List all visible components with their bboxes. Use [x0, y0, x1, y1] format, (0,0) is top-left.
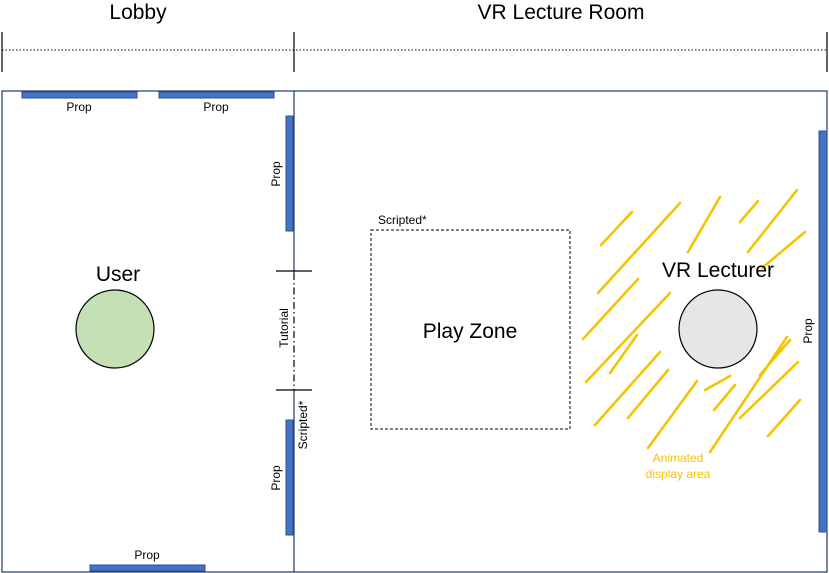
play-zone-scripted-label: Scripted*: [378, 213, 427, 227]
user-avatar-circle: [75, 289, 155, 369]
prop-lobby-right-upper: [285, 115, 294, 232]
animated-area-label-line2: display area: [646, 467, 711, 481]
lobby-title: Lobby: [109, 1, 167, 24]
user-label: User: [96, 263, 140, 286]
animated-area-label-line1: Animated: [653, 451, 704, 465]
prop-lecture-room-wall: [818, 130, 828, 533]
prop-bottom: [89, 564, 206, 572]
zone-header-bar: [1, 32, 828, 72]
prop-top-left: [21, 91, 138, 99]
play-zone: [370, 229, 571, 430]
prop-top-left-label: Prop: [66, 100, 92, 114]
prop-lobby-right-upper-label: Prop: [269, 161, 283, 187]
prop-bottom-label: Prop: [134, 548, 160, 562]
prop-lobby-right-lower: [285, 419, 294, 536]
prop-top-right: [158, 91, 275, 99]
vr-lecturer-label: VR Lecturer: [662, 259, 774, 282]
prop-top-right-label: Prop: [203, 100, 229, 114]
animated-display-area: [581, 188, 807, 454]
prop-lobby-right-lower-label: Prop: [269, 465, 283, 491]
lecture-room-title: VR Lecture Room: [478, 1, 645, 24]
prop-lecture-room-label: Prop: [801, 318, 815, 344]
play-zone-label: Play Zone: [423, 320, 518, 343]
scripted-door-label: Scripted*: [296, 400, 310, 449]
vr-lecturer-circle: [678, 289, 758, 369]
tutorial-label: Tutorial: [277, 308, 291, 348]
